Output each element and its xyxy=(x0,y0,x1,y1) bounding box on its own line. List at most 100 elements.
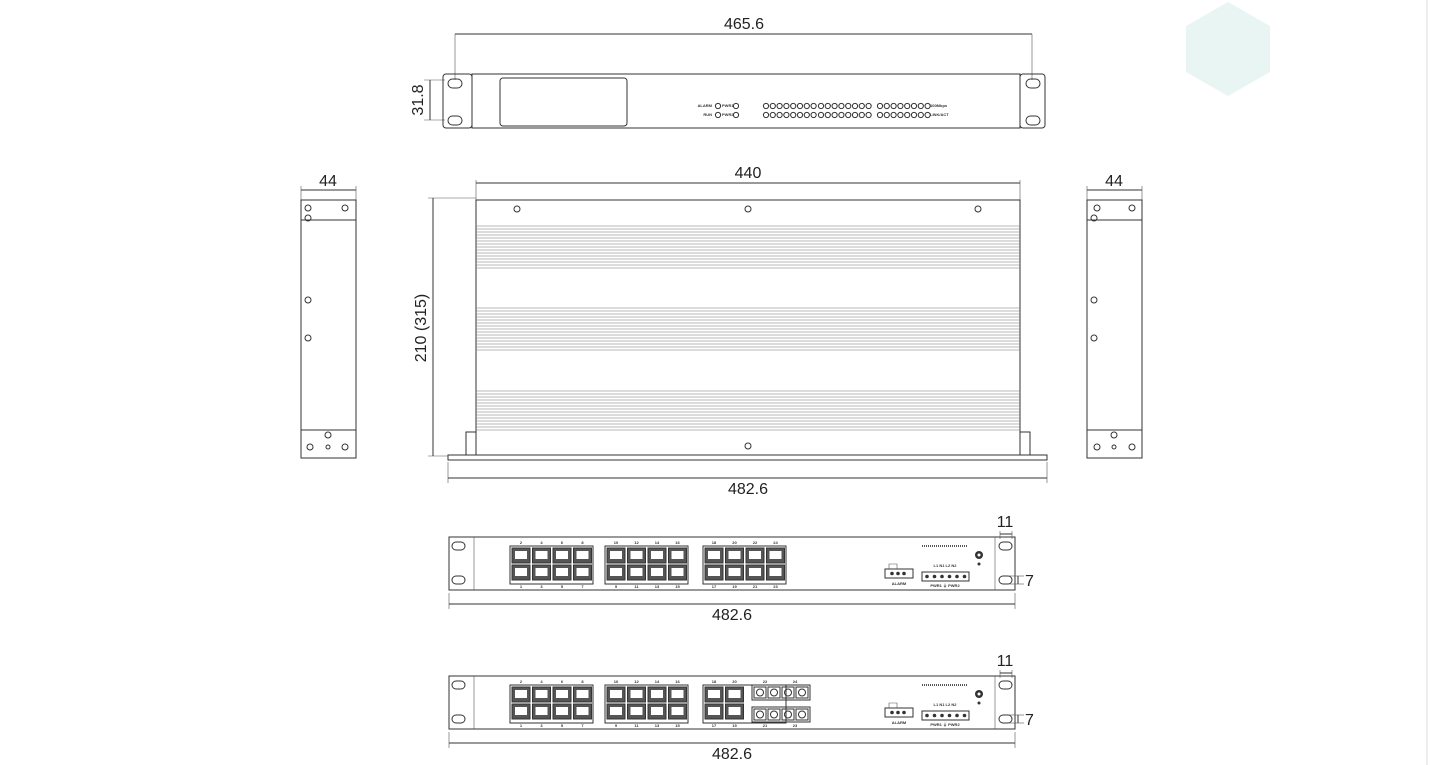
rj45-port-opening xyxy=(535,690,548,698)
status-led xyxy=(732,111,740,119)
port-number: 6 xyxy=(561,540,564,545)
drawing-line xyxy=(325,444,331,450)
fiber-port-ferrule xyxy=(770,688,778,697)
power-terminal xyxy=(921,710,970,721)
port-led xyxy=(897,102,904,110)
drawing-line xyxy=(714,102,931,119)
rj45-port-opening xyxy=(610,568,622,576)
terminal-screw xyxy=(962,713,967,718)
port-number: 8 xyxy=(581,679,584,684)
drawing-line xyxy=(1128,204,1136,212)
drawing-line xyxy=(442,73,473,129)
drawing-line xyxy=(304,296,312,304)
port-number: 13 xyxy=(655,584,660,589)
terminal-screw xyxy=(896,571,900,576)
port-number: 22 xyxy=(753,540,758,545)
port-number: 11 xyxy=(634,584,639,589)
terminal-screw xyxy=(955,713,959,718)
port-number: 2 xyxy=(520,540,523,545)
port-led xyxy=(783,111,790,119)
port-led xyxy=(790,102,797,110)
drawing-line xyxy=(465,431,476,455)
terminal-screw xyxy=(890,571,894,576)
drawing-line xyxy=(1020,431,1031,455)
rj45-port-opening xyxy=(728,707,741,715)
drawing-line xyxy=(1111,444,1117,450)
port-number: 7 xyxy=(581,723,584,728)
status-led xyxy=(732,102,740,110)
rear-chassis xyxy=(448,675,1016,730)
port-number: 20 xyxy=(732,540,737,545)
rj45-port-opening xyxy=(535,707,548,715)
port-led xyxy=(845,111,852,119)
rj45-port-opening xyxy=(576,551,589,559)
drawing-line xyxy=(476,225,1020,431)
port-number: 1 xyxy=(520,723,523,728)
port-led xyxy=(810,111,817,119)
port-led xyxy=(803,111,810,119)
terminal-screw xyxy=(902,571,906,576)
port-led xyxy=(790,111,797,119)
port-number: 4 xyxy=(540,679,543,684)
port-number: 14 xyxy=(655,540,660,545)
fiber-module xyxy=(751,706,811,723)
drawing-line xyxy=(304,214,312,222)
port-number: 3 xyxy=(540,723,543,728)
label: PWR1 xyxy=(722,103,734,108)
top-view: 440 210 (315) 482.6 xyxy=(413,165,1048,498)
rj45-port-opening xyxy=(651,551,663,559)
rj45-port-opening xyxy=(708,707,720,715)
front-width-dimension: 465.6 xyxy=(724,16,764,33)
rj45-port-opening xyxy=(769,568,782,576)
rear-view-24-rj45: 214365871091211141316151817201922212423A… xyxy=(448,514,1034,624)
label: PWR2 xyxy=(722,112,734,117)
terminal-screw xyxy=(940,713,944,718)
power-label: PWR1 ⏚ PWR2 xyxy=(930,721,960,727)
rj45-port-opening xyxy=(576,568,589,576)
port-led xyxy=(865,102,872,110)
fiber-port-ferrule xyxy=(756,710,764,719)
port-number: 12 xyxy=(634,679,639,684)
drawing-line xyxy=(513,205,521,213)
rj45-port-opening xyxy=(671,551,684,559)
drawing-line xyxy=(1093,443,1101,451)
port-block xyxy=(702,684,787,724)
side-view-left: 44 xyxy=(300,173,357,459)
port-led xyxy=(845,102,852,110)
mounting-slot xyxy=(451,714,466,724)
label: 100Mbps xyxy=(930,103,948,108)
mounting-slot xyxy=(998,541,1013,551)
drawing-line xyxy=(1025,78,1041,89)
rj45-port-opening xyxy=(576,707,589,715)
port-number: 16 xyxy=(675,540,680,545)
rj45-port-opening xyxy=(515,551,527,559)
port-number: 23 xyxy=(793,723,798,728)
front-height-dimension: 31.8 xyxy=(410,84,427,115)
rj45-port-opening xyxy=(651,707,663,715)
fiber-port-ferrule xyxy=(784,710,792,719)
port-led xyxy=(924,111,931,119)
rj45-port-opening xyxy=(749,551,761,559)
port-block xyxy=(702,545,787,585)
port-led xyxy=(851,111,859,119)
fiber-port xyxy=(781,686,795,699)
terminal-labels: L1 N1 L2 N2 xyxy=(934,563,958,568)
fiber-port xyxy=(753,686,767,699)
port-led xyxy=(817,111,825,119)
rj45-port-opening xyxy=(535,551,548,559)
terminal-labels: L1 N1 L2 N2 xyxy=(934,702,958,707)
port-number: 20 xyxy=(732,679,737,684)
ground-screw-center xyxy=(977,553,981,557)
front-view: 465.6 31.8 ALARM RUN PWR1 PWR2 100Mbps L… xyxy=(410,16,1046,129)
fiber-port xyxy=(753,708,767,721)
fiber-port xyxy=(781,708,795,721)
hole-dimension: 7 xyxy=(1025,712,1034,729)
drawing-line xyxy=(341,443,349,451)
ground-mark xyxy=(977,562,981,566)
port-number: 5 xyxy=(561,584,564,589)
port-number: 15 xyxy=(675,584,680,589)
drawing-line xyxy=(304,204,312,212)
mounting-slot xyxy=(998,575,1013,585)
fiber-port-ferrule xyxy=(798,688,806,697)
port-number: 15 xyxy=(675,723,680,728)
